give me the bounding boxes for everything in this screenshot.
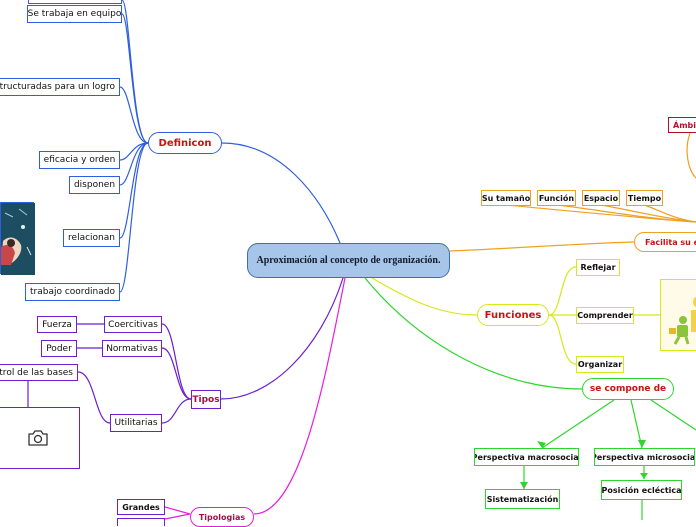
camera-icon bbox=[28, 430, 48, 446]
perspectiva-microsocial[interactable]: Perspectiva microsocial bbox=[594, 448, 695, 466]
arrowheads bbox=[520, 440, 648, 489]
definicion-item-top-partial[interactable] bbox=[28, 0, 122, 4]
tipologias-grandes[interactable]: Grandes bbox=[117, 499, 165, 515]
facilita-ambito[interactable]: Ámbit bbox=[668, 117, 696, 133]
definicion-item-coordinado[interactable]: trabajo coordinado bbox=[25, 283, 120, 301]
tipos-node[interactable]: Tipos bbox=[191, 390, 221, 409]
definicion-item-equipo[interactable]: Se trabaja en equipo bbox=[27, 5, 122, 23]
classroom-illustration bbox=[1, 203, 35, 275]
tipos-control-bases[interactable]: trol de las bases bbox=[0, 364, 78, 381]
funciones-reflejar[interactable]: Reflejar bbox=[576, 259, 620, 276]
tipos-utilitarias[interactable]: Utilitarias bbox=[110, 414, 162, 432]
definicion-branch-lines bbox=[119, 0, 341, 293]
funciones-branch-lines bbox=[371, 266, 660, 365]
funciones-organizar[interactable]: Organizar bbox=[576, 356, 624, 373]
definicion-item-logro[interactable]: tructuradas para un logro bbox=[0, 78, 120, 96]
funciones-node[interactable]: Funciones bbox=[477, 304, 549, 326]
definicion-node[interactable]: Definicon bbox=[148, 132, 222, 154]
tipos-normativas[interactable]: Normativas bbox=[102, 340, 162, 357]
definicion-item-relacionan[interactable]: relacionan bbox=[63, 229, 120, 247]
tipos-coercitivas[interactable]: Coercitivas bbox=[104, 316, 162, 333]
facilita-branch-lines bbox=[449, 132, 696, 252]
tipologias-node[interactable]: Tipologias bbox=[190, 507, 254, 527]
tipologias-item-partial[interactable] bbox=[117, 518, 165, 526]
facilita-funcion[interactable]: Función bbox=[537, 190, 576, 206]
funciones-comprender[interactable]: Comprender bbox=[576, 307, 634, 324]
central-topic[interactable]: Aproximación al concepto de organización… bbox=[247, 243, 450, 278]
puzzle-figures-illustration bbox=[669, 296, 696, 345]
facilita-tiempo[interactable]: Tiempo bbox=[626, 190, 663, 206]
definicion-item-disponen[interactable]: disponen bbox=[69, 176, 120, 194]
se-compone-branch-lines bbox=[364, 277, 696, 520]
posicion-eclectica[interactable]: Posición ecléctica bbox=[601, 480, 682, 500]
tipos-poder[interactable]: Poder bbox=[41, 340, 77, 357]
facilita-espacio[interactable]: Espacio bbox=[582, 190, 620, 206]
puzzle-image bbox=[660, 279, 696, 351]
classroom-image bbox=[0, 202, 35, 275]
facilita-tamano[interactable]: Su tamaño bbox=[481, 190, 531, 206]
se-compone-node[interactable]: se compone de bbox=[582, 378, 674, 400]
image-placeholder[interactable] bbox=[0, 407, 80, 469]
tipologias-branch-lines bbox=[164, 277, 346, 520]
facilita-node[interactable]: Facilita su es bbox=[634, 232, 696, 252]
tipos-fuerza[interactable]: Fuerza bbox=[37, 316, 77, 333]
definicion-item-eficacia[interactable]: eficacia y orden bbox=[39, 151, 120, 169]
sistematizacion[interactable]: Sistematización bbox=[485, 489, 560, 509]
perspectiva-macrosocial[interactable]: Perspectiva macrosocial bbox=[474, 448, 579, 466]
tipos-branch-lines bbox=[27, 277, 344, 424]
